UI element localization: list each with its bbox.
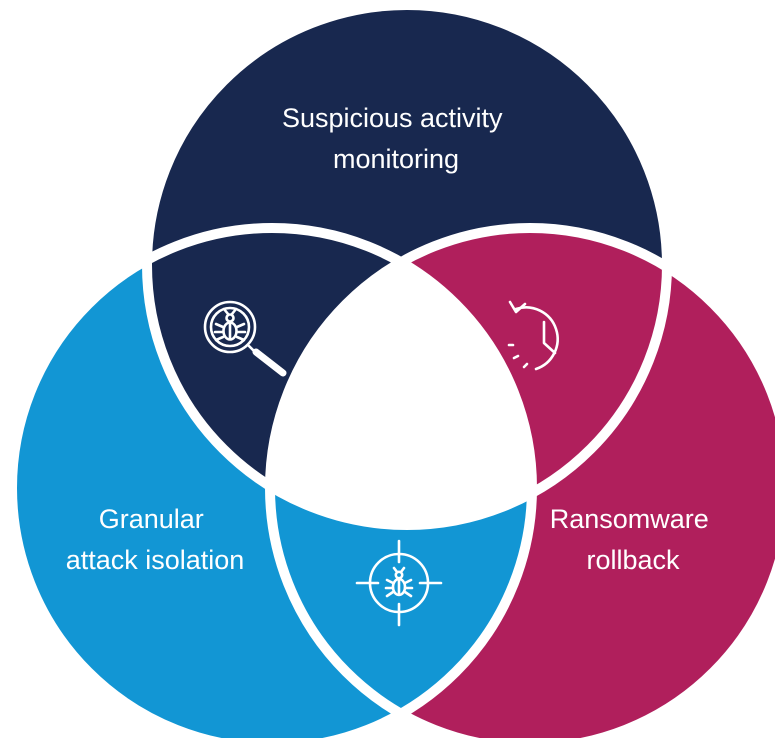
bug-search-icon <box>203 300 287 377</box>
clock-rollback-icon <box>507 300 559 371</box>
left-circle-outline <box>7 223 537 738</box>
left-circle-label: Granular attack isolation <box>66 504 245 575</box>
top-circle-label: Suspicious activity monitoring <box>282 103 510 174</box>
right-circle-outline <box>265 223 775 738</box>
right-circle-label: Ransomware rollback <box>550 504 717 575</box>
bug-target-icon <box>355 539 443 627</box>
